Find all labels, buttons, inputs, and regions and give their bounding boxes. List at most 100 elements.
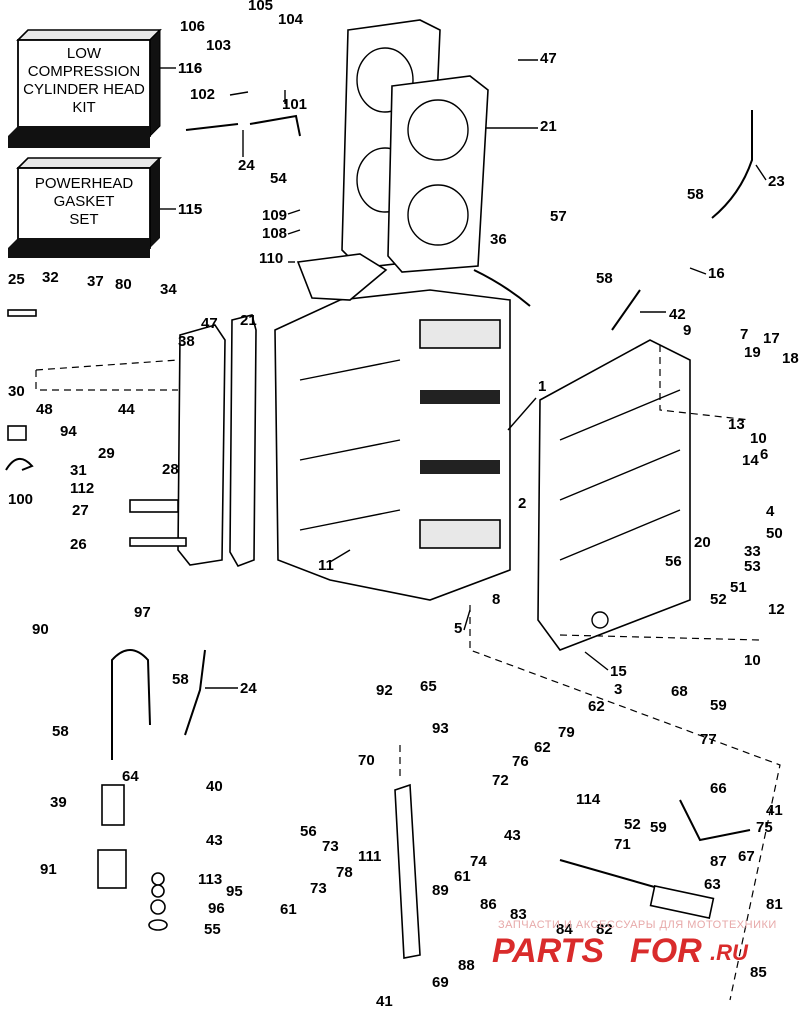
watermark-tagline: ЗАПЧАСТИ И АКСЕССУАРЫ ДЛЯ МОТОТЕХНИКИ [498,919,777,931]
callout-37: 37 [87,273,104,290]
callout-19: 19 [744,344,761,361]
callout-63: 63 [704,876,721,893]
callout-51: 51 [730,579,747,596]
callout-23: 23 [768,173,785,190]
callout-20: 20 [694,534,711,551]
callout-58: 58 [52,723,69,740]
callout-43: 43 [504,827,521,844]
hose-57 [473,269,531,307]
callout-47: 47 [540,50,557,67]
leader-5 [463,609,471,631]
callout-2: 2 [518,495,526,512]
callout-7: 7 [740,326,748,343]
bolt-25 [7,309,37,317]
hose-23 [711,110,753,219]
callout-91: 91 [40,861,57,878]
callout-25: 25 [8,271,25,288]
callout-41: 41 [376,993,393,1009]
kit-line-2: COMPRESSION [28,63,141,80]
callout-90: 90 [32,621,49,638]
callout-28: 28 [162,461,179,478]
leader-11 [329,549,351,563]
callout-74: 74 [470,853,487,870]
callout-114: 114 [576,791,601,808]
callout-55: 55 [204,921,221,938]
watermark-brand-right: FOR [630,932,702,970]
callout-106: 106 [180,18,205,35]
assembly-line-a [469,605,781,1001]
callout-70: 70 [358,752,375,769]
callout-48: 48 [36,401,53,418]
callout-9: 9 [683,322,691,339]
callout-66: 66 [710,780,727,797]
leader-1 [507,397,537,431]
fitting-114 [101,784,125,826]
callout-47: 47 [201,315,218,332]
leader-15 [584,651,609,671]
callout-105: 105 [248,0,273,14]
bolt-26 [129,537,187,547]
callout-96: 96 [208,900,225,917]
callout-73: 73 [322,838,339,855]
rod-42 [611,289,641,331]
callout-103: 103 [206,37,231,54]
washer-95 [151,872,165,886]
callout-78: 78 [336,864,353,881]
crankcase-cover [537,339,691,651]
cam-81 [649,885,715,919]
callout-79: 79 [558,724,575,741]
callout-100: 100 [8,491,33,508]
leader-23 [755,164,767,181]
callout-52: 52 [710,591,727,608]
gasket-line-2: GASKET [54,193,115,210]
callout-40: 40 [206,778,223,795]
hose-24-top [185,114,301,137]
callout-113: 113 [198,871,222,888]
callout-38: 38 [178,333,195,350]
callout-56: 56 [665,553,682,570]
callout-36: 36 [490,231,507,248]
callout-59: 59 [650,819,667,836]
callout-24: 24 [238,157,255,174]
callout-77: 77 [700,731,717,748]
callout-108: 108 [262,225,287,242]
callout-32: 32 [42,269,59,286]
gasket-110 [296,253,388,301]
callout-13: 13 [728,416,745,433]
callout-116: 116 [178,60,202,77]
callout-21: 21 [540,118,557,135]
callout-72: 72 [492,772,509,789]
oring-89 [148,919,168,931]
callout-leaders [205,59,767,689]
gasket-line-3: SET [69,211,98,228]
callout-95: 95 [226,883,243,900]
callout-27: 27 [72,502,89,519]
callout-88: 88 [458,957,475,974]
hose-97 [111,649,151,760]
callout-10: 10 [750,430,767,447]
callout-111: 111 [358,848,381,865]
callout-75: 75 [756,819,773,836]
callout-82: 82 [596,921,613,938]
hose-24-bottom [184,649,206,736]
low-compression-kit-box: LOW COMPRESSION CYLINDER HEAD KIT [8,28,162,148]
exhaust-cover [177,314,257,567]
callout-26: 26 [70,536,87,553]
assembly-line-b [559,634,761,641]
callout-112: 112 [70,480,94,497]
link-67 [679,799,751,842]
callout-61: 61 [280,901,297,918]
callout-16: 16 [708,265,725,282]
callout-10: 10 [744,652,761,669]
callout-42: 42 [669,306,686,323]
callout-58: 58 [596,270,613,287]
callout-31: 31 [70,462,87,479]
callout-5: 5 [454,620,462,637]
kit-line-1: LOW [67,45,102,62]
callout-8: 8 [492,591,500,608]
callout-43: 43 [206,832,223,849]
assembly-line-c [659,345,751,421]
watermark: ЗАПЧАСТИ И АКСЕССУАРЫ ДЛЯ МОТОТЕХНИКИ PA… [492,919,777,970]
